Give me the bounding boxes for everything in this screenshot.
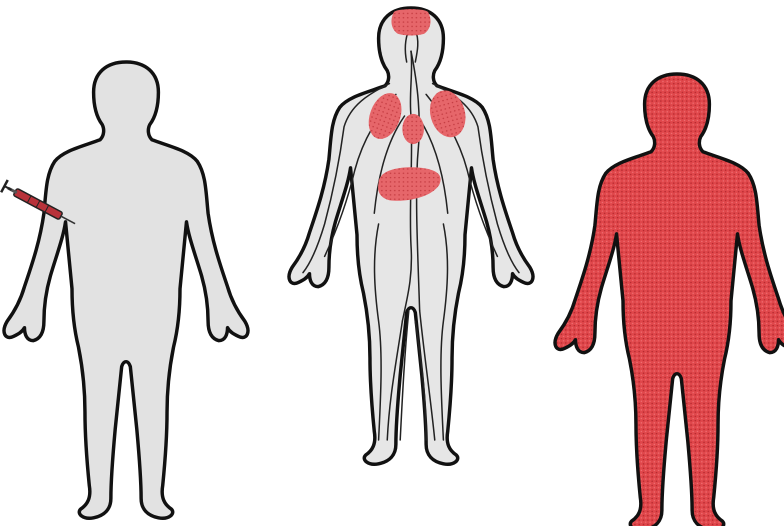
brain-organ	[391, 9, 430, 35]
heart-organ	[402, 114, 424, 144]
